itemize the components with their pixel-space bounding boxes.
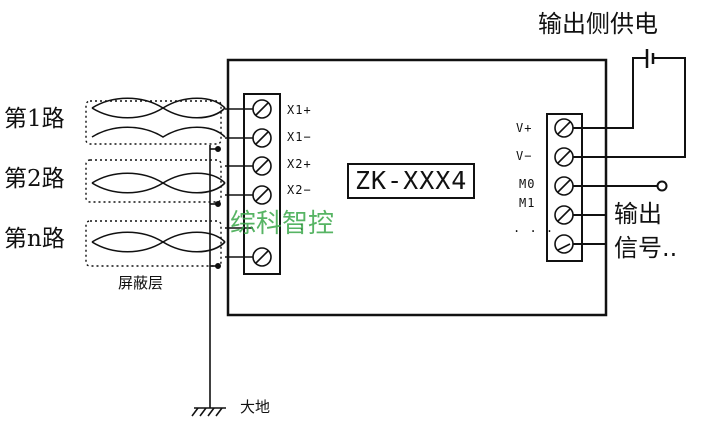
terminal-output-more: . . .: [513, 221, 555, 235]
cable-shields: [85, 100, 222, 267]
terminal-more: :: [298, 219, 307, 233]
terminal-x1-minus: X1−: [287, 130, 312, 144]
ground-wire: [209, 145, 222, 408]
channel-label-1: 第1路: [4, 106, 65, 132]
terminal-v-minus: V−: [516, 149, 533, 163]
device-enclosure: [226, 58, 608, 317]
terminal-x2-plus: X2+: [287, 157, 312, 171]
device-model-label: ZK-XXX4: [347, 163, 476, 199]
output-wiring: [573, 49, 686, 245]
earth-ground-icon: [191, 407, 226, 417]
terminal-m0: M0: [519, 177, 536, 191]
watermark: 综科智控: [230, 209, 335, 239]
channel-label-n: 第n路: [4, 226, 65, 252]
output-signal-label-line1: 输出: [614, 200, 662, 228]
input-terminal-block: [243, 93, 281, 275]
output-screw-terminals: [554, 118, 574, 254]
terminal-x2-minus: X2−: [287, 183, 312, 197]
ground-label: 大地: [240, 398, 271, 416]
channel-label-2: 第2路: [4, 166, 65, 192]
shield-label: 屏蔽层: [118, 274, 164, 292]
terminal-v-plus: V+: [516, 121, 533, 135]
output-power-label: 输出侧供电: [538, 10, 658, 38]
output-signal-label-line2: 信号..: [614, 234, 678, 262]
terminal-m1: M1: [519, 196, 536, 210]
terminal-x1-plus: X1+: [287, 103, 312, 117]
